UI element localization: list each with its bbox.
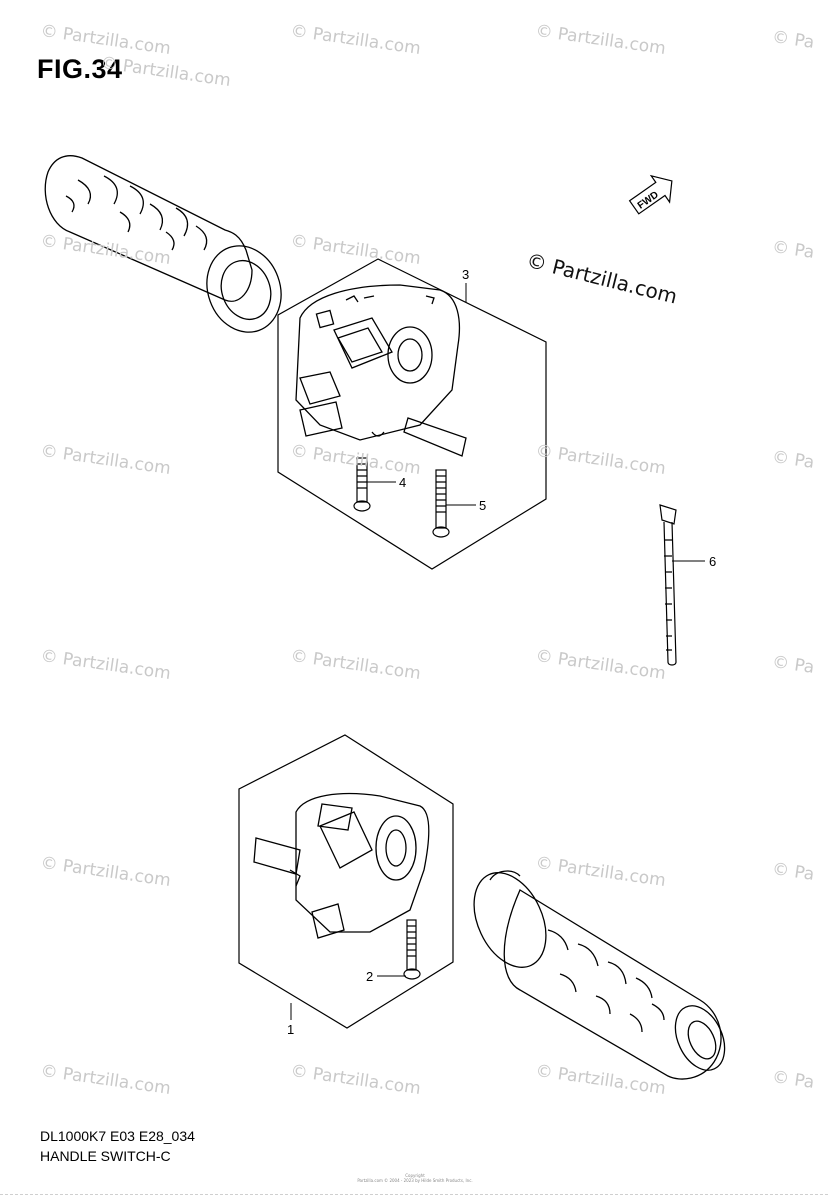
assembly-outline-3 [277,258,547,570]
screw-2[interactable] [403,919,421,980]
copyright-notice: Copyright Partzilla.com © 2004 - 2023 by… [355,1173,475,1183]
callout-5: 5 [479,498,486,513]
callout-3: 3 [462,267,469,282]
callout-1: 1 [287,1022,294,1037]
copyright-line: Copyright [405,1173,425,1178]
fwd-arrow: FWD [628,174,673,215]
callout-2: 2 [366,969,373,984]
figure-name: HANDLE SWITCH-C [40,1148,171,1164]
screw-5[interactable] [432,469,450,538]
left-grip[interactable] [44,155,293,343]
copyright-line: Partzilla.com © 2004 - 2023 by Hilde Smi… [357,1178,473,1183]
leader-lines [290,283,705,1020]
cable-tie-6[interactable] [659,504,677,666]
right-handle-switch[interactable] [253,792,430,939]
assembly-outline-1 [238,734,454,1029]
right-grip[interactable] [460,861,734,1080]
figure-title: FIG.34 [37,54,123,84]
bottom-border [0,1194,828,1195]
screw-4[interactable] [353,457,371,512]
callout-4: 4 [399,475,406,490]
figure-code: DL1000K7 E03 E28_034 [40,1128,195,1144]
left-handle-switch[interactable] [295,284,467,457]
callout-6: 6 [709,554,716,569]
